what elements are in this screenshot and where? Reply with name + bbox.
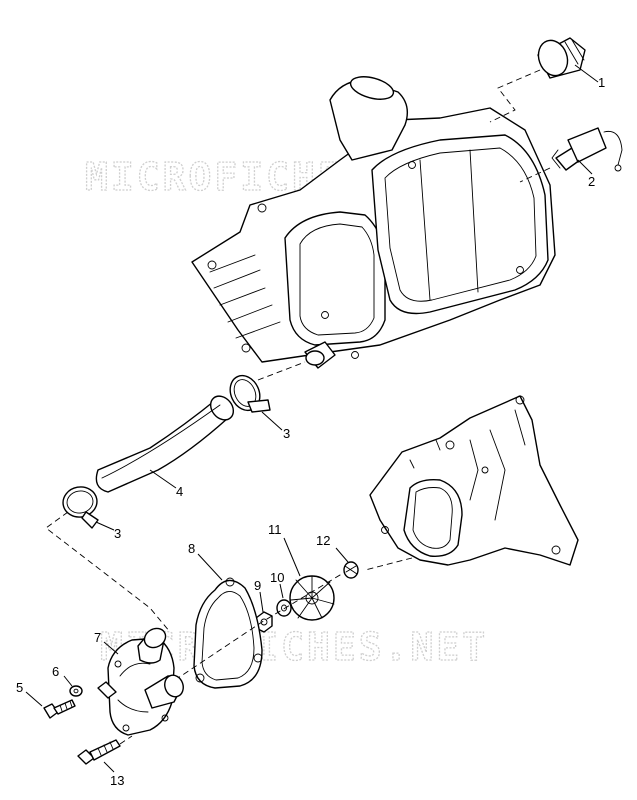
part-3-clamp-lower (62, 486, 99, 529)
part-12-seal (343, 561, 359, 579)
part-6-washer (69, 685, 83, 697)
part-7-pump-cover (107, 627, 184, 736)
callout-11: 11 (268, 522, 282, 537)
callout-13: 13 (110, 773, 124, 788)
part-11-impeller (289, 575, 335, 621)
part-5-bolt (43, 699, 76, 719)
part-13-bolt (77, 739, 121, 765)
callout-3-upper: 3 (283, 426, 290, 441)
callout-3-lower: 3 (114, 526, 121, 541)
callout-7: 7 (94, 630, 101, 645)
callout-1: 1 (598, 75, 605, 90)
callout-12: 12 (316, 533, 330, 548)
part-2-sender (551, 127, 623, 172)
callout-10: 10 (270, 570, 284, 585)
callout-5: 5 (16, 680, 23, 695)
cylinder-head (191, 76, 556, 369)
part-4-hose (95, 395, 235, 493)
callout-2: 2 (588, 174, 595, 189)
crankcase (369, 395, 579, 566)
callout-8: 8 (188, 541, 195, 556)
part-3-clamp-upper (229, 374, 271, 413)
callout-9: 9 (254, 578, 261, 593)
part-8-gasket (193, 577, 263, 689)
callout-4: 4 (176, 484, 183, 499)
callout-6: 6 (52, 664, 59, 679)
cover-stud (97, 681, 117, 699)
part-1-cap (537, 37, 586, 79)
part-10-washer (276, 599, 292, 617)
